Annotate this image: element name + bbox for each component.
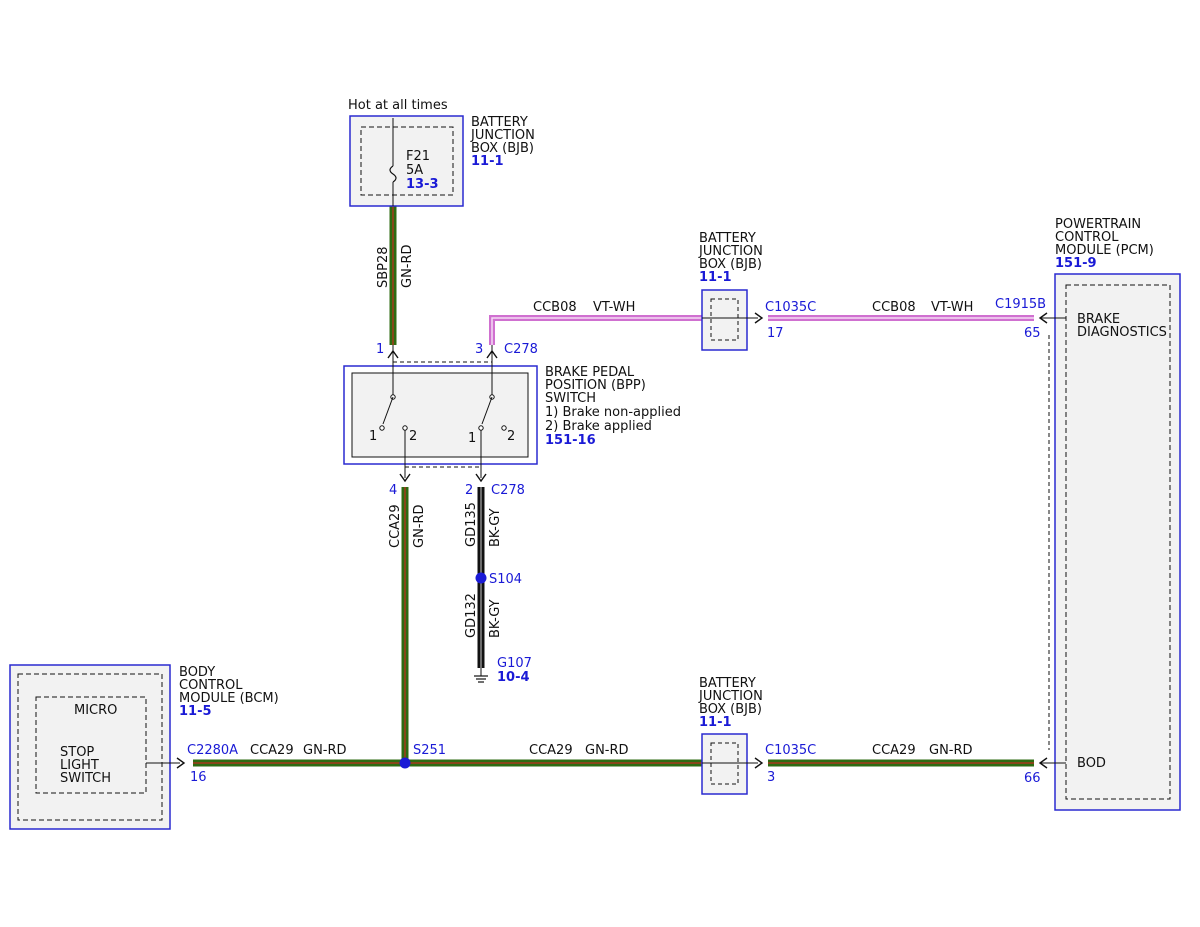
c278-pin2-arrow-icon xyxy=(475,473,487,483)
c2280a-arrow-icon xyxy=(176,757,186,769)
pcm-pin66: 66 xyxy=(1024,771,1041,786)
cca29-v-color: GN-RD xyxy=(412,504,427,548)
bjb-mid-title-2: JUNCTION xyxy=(698,244,763,259)
c278-pin3: 3 xyxy=(475,342,483,357)
bjb-mid-title-3: BOX (BJB) xyxy=(699,257,762,272)
cca29-b-color: GN-RD xyxy=(585,743,629,758)
bcm-micro-label: MICRO xyxy=(74,703,117,718)
bpp-title-3: SWITCH xyxy=(545,391,596,406)
ccb08-a-circuit: CCB08 xyxy=(533,300,577,315)
c1915b-pin: 65 xyxy=(1024,326,1041,341)
bjb-mid-title-1: BATTERY xyxy=(699,231,756,246)
bpp-right-pos-2: 2 xyxy=(507,429,515,444)
bjb-bot-ref[interactable]: 11-1 xyxy=(699,715,732,730)
ccb08-b-circuit: CCB08 xyxy=(872,300,916,315)
c1035c-bot-arrow-icon xyxy=(754,757,764,769)
bjb-top-title-3: BOX (BJB) xyxy=(471,141,534,156)
bpp-left-pos-2: 2 xyxy=(409,429,417,444)
bcm-component[interactable] xyxy=(9,664,186,830)
c278-top-name[interactable]: C278 xyxy=(504,342,538,357)
gd132-circuit: GD132 xyxy=(464,593,479,638)
pcm-ref[interactable]: 151-9 xyxy=(1055,256,1097,271)
c2280a-name[interactable]: C2280A xyxy=(187,743,238,758)
bcm-switch-label-2: LIGHT xyxy=(60,758,99,773)
bpp-title-2: POSITION (BPP) xyxy=(545,378,646,393)
pcm-title-1: POWERTRAIN xyxy=(1055,217,1141,232)
bjb-bot-component[interactable] xyxy=(701,733,764,795)
bpp-note-2: 2) Brake applied xyxy=(545,419,652,434)
c1035c-top-arrow-icon xyxy=(754,312,764,324)
ccb08-b-color: VT-WH xyxy=(931,300,973,315)
pcm-pin66-arrow-icon xyxy=(1038,757,1048,769)
pcm-title-2: CONTROL xyxy=(1055,230,1119,245)
c1035c-top-pin: 17 xyxy=(767,326,784,341)
gd132-color: BK-GY xyxy=(488,599,503,638)
cca29-v-circuit: CCA29 xyxy=(388,504,403,548)
splice-s251-label[interactable]: S251 xyxy=(413,743,446,758)
bjb-bot-title-3: BOX (BJB) xyxy=(699,702,762,717)
bcm-ref[interactable]: 11-5 xyxy=(179,704,212,719)
pcm-component[interactable] xyxy=(1038,273,1181,811)
sbp28-color: GN-RD xyxy=(400,244,415,288)
c1035c-bot-pin: 3 xyxy=(767,770,775,785)
ground-g107-label[interactable]: G107 xyxy=(497,656,532,671)
pcm-title-3: MODULE (PCM) xyxy=(1055,243,1154,258)
c278-pin1: 1 xyxy=(376,342,384,357)
bjb-bot-title-1: BATTERY xyxy=(699,676,756,691)
pcm-brake-diag-1: BRAKE xyxy=(1077,312,1120,327)
c1035c-bot-name[interactable]: C1035C xyxy=(765,743,816,758)
bpp-left-pos-1: 1 xyxy=(369,429,377,444)
c278-pin2: 2 xyxy=(465,483,473,498)
cca29-c-color: GN-RD xyxy=(929,743,973,758)
bpp-right-pos-1: 1 xyxy=(468,431,476,446)
bpp-switch-component[interactable] xyxy=(343,352,538,478)
bcm-title-1: BODY xyxy=(179,665,215,680)
wire-ccb08-a[interactable] xyxy=(489,315,702,345)
bpp-title-1: BRAKE PEDAL xyxy=(545,365,635,380)
cca29-a-color: GN-RD xyxy=(303,743,347,758)
gd135-circuit: GD135 xyxy=(464,502,479,547)
splice-s251[interactable] xyxy=(399,757,411,769)
bjb-top-ref[interactable]: 11-1 xyxy=(471,154,504,169)
bjb-mid-ref[interactable]: 11-1 xyxy=(699,270,732,285)
bcm-title-2: CONTROL xyxy=(179,678,243,693)
ground-g107-icon xyxy=(474,668,488,683)
ground-g107-ref[interactable]: 10-4 xyxy=(497,670,530,685)
fuse-icon xyxy=(389,165,397,183)
bcm-switch-label-1: STOP xyxy=(60,745,94,760)
fuse-rating: 5A xyxy=(406,163,423,178)
bpp-note-1: 1) Brake non-applied xyxy=(545,405,681,420)
bjb-mid-component[interactable] xyxy=(701,289,764,351)
c278-pin4-arrow-icon xyxy=(399,473,411,483)
c278-pin4: 4 xyxy=(389,483,397,498)
c2280a-pin: 16 xyxy=(190,770,207,785)
splice-s104-label[interactable]: S104 xyxy=(489,572,522,587)
c1915b-name[interactable]: C1915B xyxy=(995,297,1046,312)
gd135-color: BK-GY xyxy=(488,508,503,547)
bcm-switch-label-3: SWITCH xyxy=(60,771,111,786)
bpp-ref[interactable]: 151-16 xyxy=(545,433,596,448)
fuse-number: F21 xyxy=(406,149,430,164)
bcm-title-3: MODULE (BCM) xyxy=(179,691,279,706)
sbp28-circuit: SBP28 xyxy=(376,246,391,288)
hot-at-all-times-note: Hot at all times xyxy=(348,98,448,113)
c1035c-top-name[interactable]: C1035C xyxy=(765,300,816,315)
splice-s104[interactable] xyxy=(475,572,487,584)
cca29-b-circuit: CCA29 xyxy=(529,743,573,758)
pcm-brake-diag-2: DIAGNOSTICS xyxy=(1077,325,1167,340)
fuse-ref[interactable]: 13-3 xyxy=(406,177,439,192)
bjb-top-title-1: BATTERY xyxy=(471,115,528,130)
c278-bot-name[interactable]: C278 xyxy=(491,483,525,498)
bjb-top-title-2: JUNCTION xyxy=(470,128,535,143)
pcm-bod-label: BOD xyxy=(1077,756,1106,771)
ccb08-a-color: VT-WH xyxy=(593,300,635,315)
cca29-a-circuit: CCA29 xyxy=(250,743,294,758)
pcm-pin65-arrow-icon xyxy=(1038,312,1048,324)
cca29-c-circuit: CCA29 xyxy=(872,743,916,758)
bjb-bot-title-2: JUNCTION xyxy=(698,689,763,704)
bjb-top-component[interactable] xyxy=(349,115,464,207)
